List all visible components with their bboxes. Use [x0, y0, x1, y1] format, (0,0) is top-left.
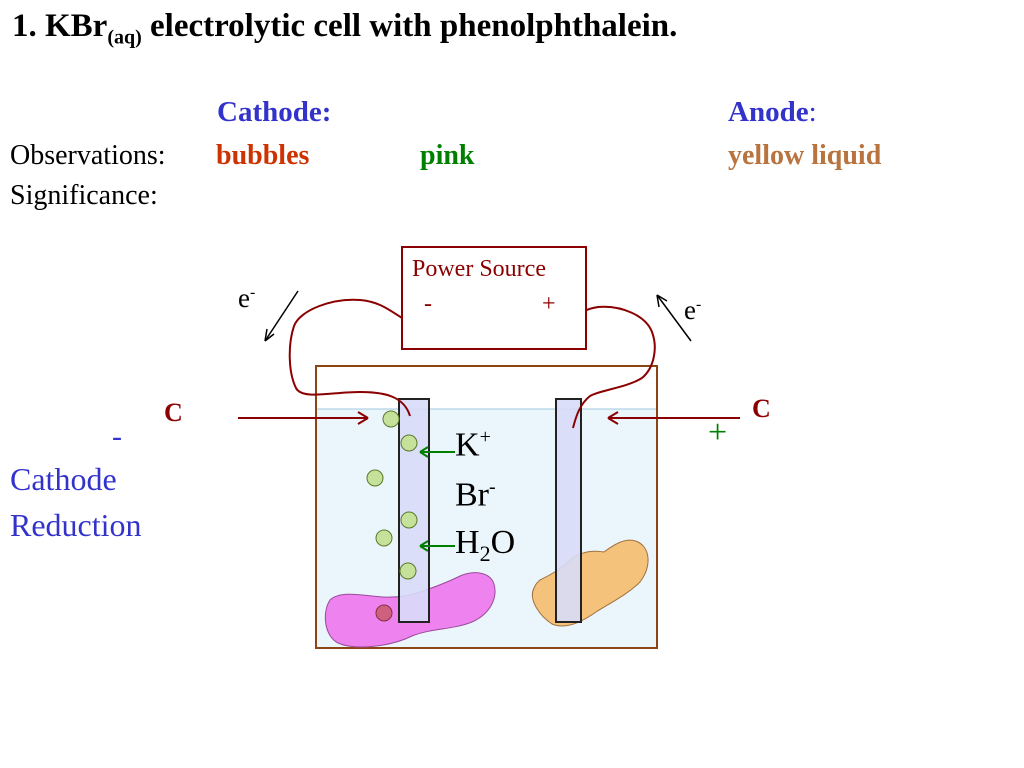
significance-label: Significance: — [10, 180, 158, 211]
h2o-arrow — [419, 540, 455, 552]
bubble — [400, 434, 418, 452]
observation-pink: pink — [420, 140, 475, 171]
bromide-ion: Br- — [455, 476, 496, 514]
anode-carbon-label: C — [752, 394, 771, 423]
gas-bubbles — [366, 410, 418, 622]
cathode-sign: - — [112, 420, 122, 453]
bubble — [382, 410, 400, 428]
anode-sign: + — [708, 414, 728, 451]
slide-title: 1. KBr(aq) electrolytic cell with phenol… — [12, 8, 678, 49]
bubble — [366, 469, 384, 487]
power-source-label: Power Source — [412, 256, 546, 282]
k-ion-arrow — [419, 446, 455, 458]
cathode-wire — [288, 298, 414, 417]
anode-electrode — [555, 398, 582, 623]
bubble — [375, 529, 393, 547]
cathode-heading: Cathode: — [217, 96, 332, 128]
power-positive-sign: + — [542, 291, 556, 317]
anode-heading: Anode: — [728, 96, 817, 128]
potassium-ion: K+ — [455, 426, 491, 464]
cathode-pointer-arrow — [238, 411, 369, 425]
cathode-electrode — [398, 398, 430, 623]
bubble — [400, 511, 418, 529]
observation-bubbles: bubbles — [216, 140, 310, 171]
power-negative-sign: - — [424, 291, 432, 317]
electron-arrow-right — [656, 294, 692, 342]
bubble — [375, 604, 393, 622]
electron-label-right: e- — [684, 295, 702, 325]
observations-label: Observations: — [10, 140, 166, 171]
cathode-carbon-label: C — [164, 398, 183, 427]
cathode-side-label: Cathode — [10, 461, 117, 497]
observation-yellow-liquid: yellow liquid — [728, 140, 882, 171]
water-molecule: H2O — [455, 524, 516, 566]
anode-wire — [559, 305, 656, 429]
anode-pointer-arrow — [607, 411, 740, 425]
reduction-label: Reduction — [10, 507, 142, 543]
electron-label-left: e- — [238, 283, 256, 313]
bubble — [399, 562, 417, 580]
power-source-box — [401, 246, 587, 350]
electron-arrow-left — [264, 290, 299, 342]
